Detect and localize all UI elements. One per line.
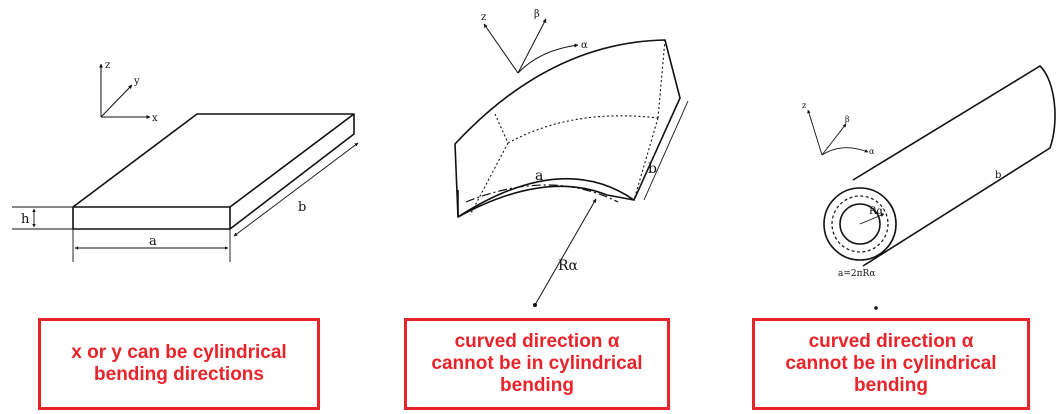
cylinder-alpha-label: α bbox=[869, 147, 875, 156]
cylinder-mid-surface bbox=[831, 195, 889, 253]
plate-z-label: z bbox=[105, 60, 110, 71]
panel-radius-label: Rα bbox=[558, 258, 579, 274]
cylinder-circumference-label: a=2πRα bbox=[838, 269, 875, 279]
flat-plate-group bbox=[12, 63, 359, 262]
cylinder-beta-axis bbox=[821, 123, 847, 156]
cylinder-beta-label: β bbox=[845, 115, 850, 124]
panel-alpha-label: α bbox=[581, 40, 588, 51]
panel-z-axis bbox=[483, 23, 519, 74]
panel-radius-line bbox=[534, 198, 597, 306]
cylinder-radius-line bbox=[859, 213, 885, 225]
cylinder-group bbox=[807, 64, 1056, 310]
panel-caption: curved direction α cannot be in cylindri… bbox=[404, 318, 670, 410]
panel-alpha-axis bbox=[517, 43, 579, 74]
panel-b-dimension bbox=[643, 100, 689, 201]
panel-a-label: a bbox=[535, 168, 543, 184]
panel-b-label: b bbox=[648, 161, 657, 177]
cylinder-caption: curved direction α cannot be in cylindri… bbox=[752, 318, 1030, 410]
plate-caption: x or y can be cylindrical bending direct… bbox=[38, 318, 320, 410]
curved-panel-labels: z β α a b Rα bbox=[481, 9, 657, 274]
cylinder-labels: z β α b Rα a=2πRα bbox=[802, 101, 1001, 279]
plate-y-axis bbox=[100, 84, 133, 118]
panel-outline bbox=[454, 39, 681, 218]
cylinder-radius-label: Rα bbox=[869, 206, 884, 217]
plate-b-label: b bbox=[298, 200, 306, 215]
panel-center-point bbox=[533, 303, 537, 307]
plate-body bbox=[72, 113, 355, 230]
cylinder-z-label: z bbox=[802, 101, 806, 110]
plate-y-label: y bbox=[133, 76, 140, 87]
flat-plate-labels: z y x h a b bbox=[21, 60, 306, 249]
plate-axes bbox=[99, 63, 151, 119]
plate-x-label: x bbox=[152, 113, 158, 124]
plate-dimensions bbox=[12, 142, 359, 262]
cylinder-body bbox=[823, 64, 1056, 267]
panel-beta-label: β bbox=[534, 9, 540, 20]
curved-panel-group bbox=[454, 18, 689, 307]
cylinder-z-axis bbox=[807, 109, 823, 156]
plate-h-label: h bbox=[21, 212, 30, 227]
cylinder-b-label: b bbox=[995, 170, 1001, 181]
cylinder-axes bbox=[807, 109, 869, 156]
panel-axes bbox=[483, 18, 579, 74]
cylinder-alpha-axis bbox=[821, 147, 869, 156]
panel-mid-surface bbox=[465, 184, 619, 203]
plate-a-label: a bbox=[149, 234, 157, 249]
panel-z-label: z bbox=[481, 12, 486, 23]
panel-beta-axis bbox=[517, 18, 547, 74]
panel-hidden-edges bbox=[469, 39, 666, 216]
cylinder-center-point bbox=[874, 306, 878, 310]
